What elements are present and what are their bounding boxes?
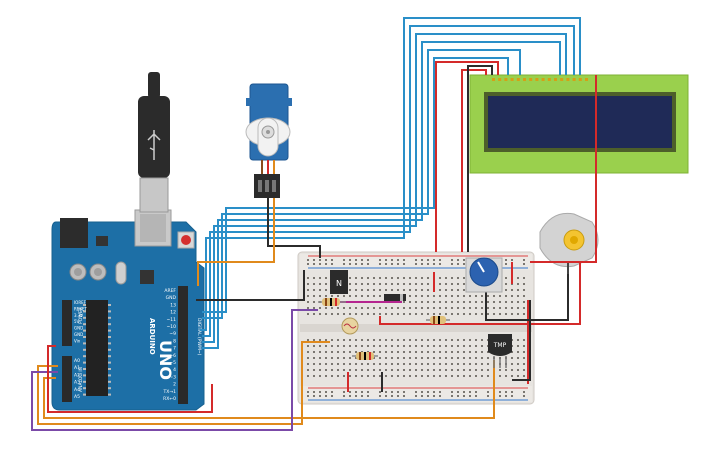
analog-pin-label: A5 bbox=[74, 394, 80, 400]
power-pin-label: GND bbox=[74, 332, 83, 337]
servo-motor[interactable] bbox=[245, 83, 292, 198]
tmp-sensor-label: TMP bbox=[493, 342, 507, 349]
power-section-label: POWER bbox=[78, 307, 84, 324]
npn-transistor[interactable]: N bbox=[330, 270, 348, 294]
breadboard-holes bbox=[307, 259, 525, 397]
usb-cable[interactable] bbox=[138, 72, 170, 213]
analog-pin-label: A4 bbox=[74, 387, 80, 393]
power-pin-label: IOREF bbox=[74, 300, 87, 305]
power-pin-label: 5V bbox=[74, 319, 80, 324]
header-pin-label: 12 bbox=[170, 310, 176, 316]
power-pin-label: RESET bbox=[74, 306, 87, 311]
header-pin-label: ~5 bbox=[169, 360, 176, 366]
transistor-label: N bbox=[336, 279, 342, 288]
header-pin-label: ~3 bbox=[169, 374, 176, 380]
header-pin-label: 8 bbox=[173, 338, 176, 344]
digital-pwm-label: DIGITAL (PWM~) bbox=[196, 318, 202, 356]
header-pin-label: RX←0 bbox=[163, 396, 176, 402]
lcd-16x2-display[interactable] bbox=[469, 74, 689, 174]
analog-pin-label: A2 bbox=[74, 372, 80, 378]
power-pin-label: 3.3V bbox=[74, 313, 83, 318]
header-pin-label: AREF bbox=[164, 288, 176, 294]
power-pin-label: Vin bbox=[74, 338, 81, 343]
header-pin-label: TX→1 bbox=[163, 389, 177, 395]
photoresistor[interactable] bbox=[341, 317, 359, 335]
header-pin-label: 7 bbox=[173, 346, 176, 352]
arduino-brand-label: ARDUINO bbox=[148, 318, 156, 355]
resistor-middle[interactable] bbox=[426, 316, 450, 324]
header-pin-label: ~6 bbox=[169, 353, 176, 359]
resistor-top[interactable] bbox=[318, 298, 346, 306]
header-pin-label: GND bbox=[166, 295, 177, 301]
analog-pin-label: A3 bbox=[74, 380, 80, 386]
wires[interactable] bbox=[31, 17, 597, 431]
header-pin-label: 13 bbox=[170, 302, 176, 308]
header-pin-label: ~9 bbox=[169, 331, 176, 337]
resistor-bottom[interactable] bbox=[352, 352, 378, 360]
dc-motor[interactable] bbox=[539, 212, 599, 274]
power-pin-label: GND bbox=[74, 326, 83, 331]
analog-in-label: ANALOG IN bbox=[78, 367, 84, 392]
arduino-model-label: UNO bbox=[156, 340, 175, 380]
header-pin-label: ~10 bbox=[167, 324, 177, 330]
potentiometer[interactable] bbox=[465, 257, 503, 293]
analog-pin-label: A1 bbox=[74, 365, 80, 371]
header-pin-label: ~11 bbox=[167, 317, 177, 323]
arduino-uno-board[interactable]: ARDUINO UNO AREFGND1312~11~10~987~6~54~3… bbox=[51, 209, 205, 411]
header-pin-label: 2 bbox=[173, 382, 176, 388]
diode[interactable] bbox=[384, 294, 406, 301]
analog-pin-label: A0 bbox=[74, 358, 80, 364]
tmp-sensor[interactable]: TMP bbox=[488, 334, 512, 368]
header-pin-label: 4 bbox=[173, 367, 176, 373]
usb-icon bbox=[147, 130, 161, 160]
